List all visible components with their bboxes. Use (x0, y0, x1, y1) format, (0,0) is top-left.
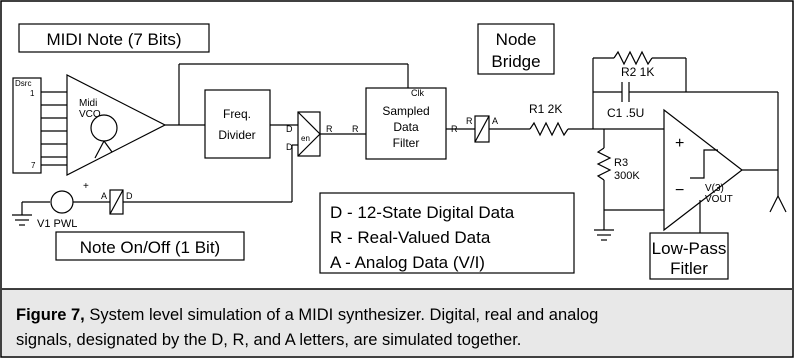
freq-divider-block (204, 89, 271, 159)
node-bridge-label-1: Node (496, 30, 537, 49)
r3-label-2: 300K (614, 170, 640, 182)
lowpass-label-1: Low-Pass (652, 239, 727, 258)
lowpass-opamp (663, 108, 743, 232)
midi-note-box (18, 23, 210, 53)
sdf-r-in: R (352, 124, 359, 134)
sdf-label-3: Filter (393, 136, 420, 150)
caption-text-1: System level simulation of a MIDI synthe… (85, 306, 599, 324)
bridge-r: R (466, 116, 473, 126)
freq-divider-label-2: Divider (218, 128, 255, 142)
vout-label-1: V(3) (705, 183, 724, 194)
vco-label-1: Midi (79, 98, 97, 109)
r3-label-1: R3 (614, 157, 628, 169)
dsrc-pin-7: 7 (31, 161, 36, 170)
legend-d: D - 12-State Digital Data (330, 203, 515, 222)
vout-probe (769, 195, 779, 213)
dsrc-label: Dsrc (15, 79, 31, 88)
r2-resistor (613, 50, 653, 66)
caption-panel (2, 289, 792, 356)
opamp-minus: − (675, 182, 684, 199)
v1-plus: + (83, 181, 89, 192)
conv-d: D (126, 191, 133, 201)
sdf-label-2: Data (393, 120, 419, 134)
legend-box (319, 192, 575, 274)
legend-r: R - Real-Valued Data (330, 228, 491, 247)
sdf-clk: Clk (411, 88, 424, 98)
midi-note-label: MIDI Note (7 Bits) (46, 30, 181, 49)
opamp-plus: + (675, 135, 684, 152)
dsrc-pin-1: 1 (30, 89, 35, 98)
sdf-r-out: R (451, 124, 458, 134)
sampled-data-filter-block (365, 87, 447, 160)
vco-label-2: VCO (79, 109, 101, 120)
c1-label: C1 .5U (607, 106, 644, 120)
r1-label: R1 2K (529, 102, 562, 116)
lowpass-label-2: Fitler (670, 259, 708, 278)
r2-label: R2 1K (621, 65, 654, 79)
enable-d-top: D (286, 124, 293, 134)
caption-figure-label: Figure 7, (16, 306, 85, 324)
conv-a: A (101, 191, 107, 201)
lowpass-label-box (649, 232, 729, 280)
enable-d-bottom: D (286, 142, 293, 152)
v1-label: V1 PWL (37, 218, 77, 230)
enable-r: R (326, 124, 333, 134)
node-bridge-label-box (477, 23, 555, 75)
r3-resistor (596, 147, 612, 181)
caption-line-1: Figure 7, System level simulation of a M… (16, 306, 598, 324)
vco-amplifier (66, 74, 167, 176)
r1-resistor (529, 121, 569, 137)
freq-divider-label-1: Freq. (223, 107, 251, 121)
vout-label-2: VOUT (705, 194, 733, 205)
node-bridge-label-2: Bridge (491, 52, 540, 71)
dsrc-block (12, 77, 42, 174)
opamp-step-icon (690, 149, 718, 179)
note-onoff-label: Note On/Off (1 Bit) (80, 238, 220, 257)
enable-en: en (301, 134, 310, 143)
note-onoff-box (55, 231, 245, 261)
sdf-label-1: Sampled (382, 104, 429, 118)
bridge-a: A (492, 116, 498, 126)
legend-a: A - Analog Data (V/I) (330, 253, 485, 272)
caption-line-2: signals, designated by the D, R, and A l… (16, 331, 521, 349)
